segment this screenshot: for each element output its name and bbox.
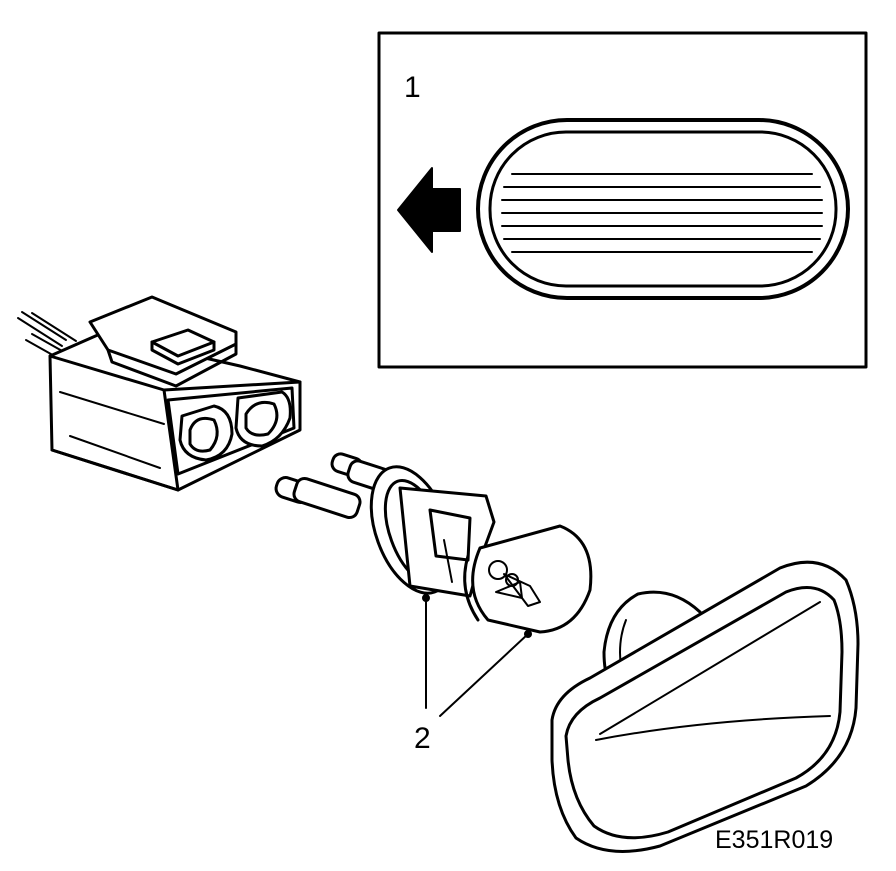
figure-code: E351R019 xyxy=(715,826,833,854)
callout-2-leaders xyxy=(422,594,532,717)
arrow-left-icon xyxy=(397,167,461,253)
side-marker-lens-icon xyxy=(476,118,850,300)
inset-frame xyxy=(377,31,868,369)
inset-callout-label: 1 xyxy=(404,71,421,104)
connector-plug-icon xyxy=(17,295,302,492)
inset-panel: 1 xyxy=(377,31,868,369)
side-marker-housing-icon xyxy=(550,560,860,853)
callout-2-label: 2 xyxy=(414,722,431,755)
bulb-socket-icon xyxy=(274,452,593,634)
